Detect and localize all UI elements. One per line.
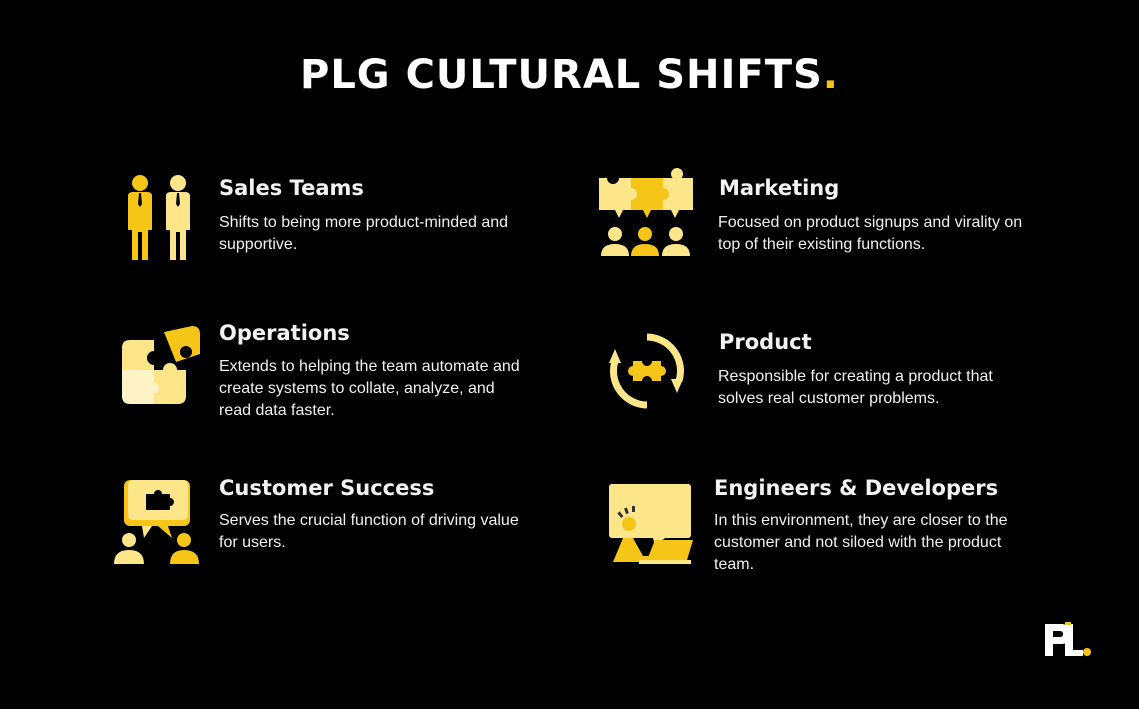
item-description: Serves the crucial function of driving v… — [219, 512, 519, 551]
item-description: Responsible for creating a product that … — [718, 368, 993, 407]
title-dot: . — [822, 52, 839, 98]
item-description: Focused on product signups and virality … — [718, 214, 1023, 253]
item-heading: Sales Teams — [219, 176, 364, 200]
item-description: Extends to helping the team automate and… — [219, 358, 520, 419]
title-text: PLG CULTURAL SHIFTS — [300, 52, 823, 98]
item-description: Shifts to being more product-minded and … — [219, 214, 509, 253]
item-heading: Product — [719, 330, 812, 354]
puzzle-cycle-icon — [609, 333, 684, 409]
developer-laptop-icon — [609, 484, 693, 564]
puzzle-pieces-icon — [122, 326, 200, 404]
puzzle-team-icon — [599, 168, 693, 256]
item-heading: Operations — [219, 321, 350, 345]
item-description: In this environment, they are closer to … — [714, 512, 1008, 573]
businessmen-icon — [128, 175, 190, 260]
page-title: PLG CULTURAL SHIFTS. — [0, 52, 1139, 98]
item-heading: Customer Success — [219, 476, 435, 500]
support-chat-icon — [114, 480, 199, 564]
item-heading: Engineers & Developers — [714, 476, 999, 500]
brand-logo — [1045, 622, 1091, 656]
item-heading: Marketing — [719, 176, 840, 200]
